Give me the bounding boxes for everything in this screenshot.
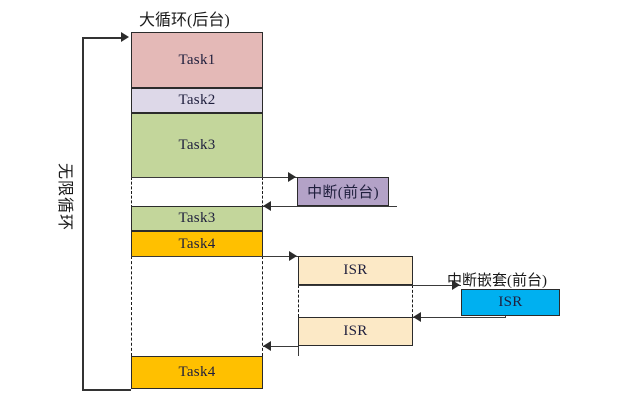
infinite-loop-label: 无限循环 [56, 163, 73, 232]
nested-isr-enter-arrowhead [452, 280, 460, 290]
isr-enter-line [263, 256, 298, 257]
interrupt-enter-line [263, 177, 297, 178]
isr-right-dashed-guide [412, 285, 413, 317]
isr-enter-arrowhead [289, 251, 297, 261]
task3-preempt-top-line [131, 177, 263, 178]
isr-box-nested[interactable]: ISR [461, 289, 560, 316]
column-right-dashed-guide-lower [262, 256, 263, 356]
nested-isr-return-arrowhead [413, 312, 421, 322]
main-loop-title: 大循环(后台) [139, 12, 230, 29]
task-box-task3-resumed[interactable]: Task3 [131, 206, 263, 231]
loop-top-arrowhead [121, 32, 129, 42]
isr-return-drop-line [298, 346, 299, 356]
task-box-task4-first[interactable]: Task4 [131, 231, 263, 257]
task-box-task3-first[interactable]: Task3 [131, 113, 263, 178]
loop-spine-line [82, 37, 84, 390]
nested-isr-return-line [413, 317, 506, 318]
task4-preempt-top-line [131, 256, 263, 257]
interrupt-return-arrowhead [263, 201, 271, 211]
task-box-task1[interactable]: Task1 [131, 32, 263, 88]
loop-top-line [82, 37, 123, 39]
isr-return-line [263, 346, 299, 347]
isr-left-dashed-guide [298, 285, 299, 317]
interrupt-return-line [263, 206, 397, 207]
nested-interrupt-title: 中断嵌套(前台) [447, 273, 547, 289]
task-box-task2[interactable]: Task2 [131, 88, 263, 113]
column-left-dashed-guide-lower [131, 256, 132, 356]
loop-bottom-line [82, 389, 131, 391]
isr-box-resume[interactable]: ISR [298, 317, 413, 346]
interrupt-enter-arrowhead [288, 172, 296, 182]
task-box-task4-resumed[interactable]: Task4 [131, 356, 263, 389]
interrupt-box[interactable]: 中断(前台) [297, 177, 389, 206]
column-left-dashed-guide [131, 177, 132, 208]
column-right-dashed-guide-upper [262, 177, 263, 208]
isr-return-arrowhead [263, 341, 271, 351]
isr-box-entry[interactable]: ISR [298, 256, 413, 285]
isr-preempt-top-line [298, 285, 413, 286]
nested-isr-return-drop-line [505, 316, 506, 318]
nested-isr-enter-line [413, 285, 461, 286]
